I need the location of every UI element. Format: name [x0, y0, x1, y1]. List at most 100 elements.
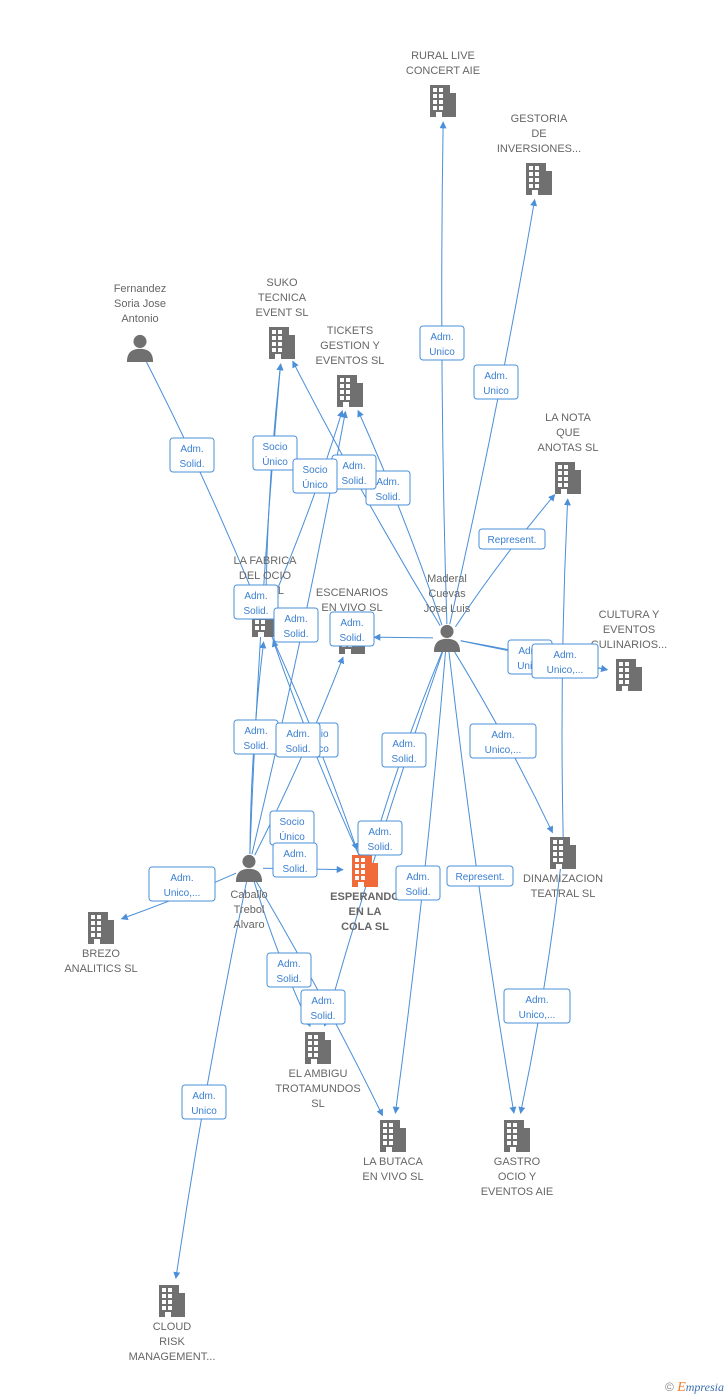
- edge-label-text: Adm.: [553, 650, 576, 661]
- edge-label-text: Único: [302, 478, 328, 491]
- node-label-line: Soria Jose: [114, 298, 166, 310]
- edge-label-text: Unico: [483, 386, 509, 397]
- edge-label-text: Adm.: [484, 371, 507, 382]
- person-icon: [126, 334, 154, 362]
- edge-label-text: Adm.: [342, 461, 365, 472]
- edge-label-box[interactable]: Adm.Solid.: [266, 952, 312, 988]
- edge-label-frame: [266, 952, 312, 988]
- edge-label-box[interactable]: Represent.: [478, 528, 546, 550]
- edge-label-text: Adm.: [525, 995, 548, 1006]
- node-label-line: SL: [311, 1098, 324, 1110]
- edge-label-frame: [446, 865, 514, 887]
- node-label-line: Maderal: [427, 573, 467, 585]
- edge-label-box[interactable]: Adm.Solid.: [357, 820, 403, 856]
- edge-label-box[interactable]: Adm. Unico: [473, 364, 519, 400]
- edge-label-box[interactable]: Adm.Unico,...: [503, 988, 571, 1024]
- edge-label-box[interactable]: Adm.Solid.: [233, 719, 279, 755]
- building-icon: [504, 1120, 530, 1152]
- edge-label-box[interactable]: Adm.Unico,...: [531, 643, 599, 679]
- node-label-line: DE: [531, 128, 546, 140]
- building-icon: [380, 1120, 406, 1152]
- building-icon: [430, 85, 456, 117]
- node-label-line: GASTRO: [494, 1156, 541, 1168]
- node-label-line: CULINARIOS...: [591, 639, 667, 651]
- edge-label-box[interactable]: Adm.Solid.: [275, 722, 321, 758]
- edge-label-text: Unico,...: [164, 888, 201, 899]
- edge-label-box[interactable]: Adm.Unico,...: [469, 723, 537, 759]
- edge-label-text: Unico: [191, 1106, 217, 1117]
- edge-label-frame: [233, 584, 279, 620]
- edge-label-box[interactable]: Adm.Solid.: [169, 437, 215, 473]
- edge-label-text: Socio: [302, 465, 327, 476]
- node-label-line: GESTION Y: [320, 340, 380, 352]
- edge-label-text: Unico: [517, 661, 543, 672]
- edge-label-text: Solid.: [367, 842, 392, 853]
- edge-label-frame: [275, 722, 321, 758]
- edge-label-text: Adm.: [192, 1091, 215, 1102]
- node-cultura[interactable]: CULTURA YEVENTOSCULINARIOS...: [591, 609, 667, 691]
- node-label-line: LA FABRICA: [234, 555, 298, 567]
- node-label-line: EN VIVO SL: [362, 1171, 423, 1183]
- node-label-line: EVENTOS: [603, 624, 655, 636]
- edge-label-box[interactable]: Represent.: [446, 865, 514, 887]
- edge-maderal-to-gestoria: [449, 198, 538, 625]
- edge-label-text: Solid.: [339, 633, 364, 644]
- edge-label-text: Adm.: [244, 591, 267, 602]
- edge-label-box[interactable]: Adm. Unico: [181, 1084, 227, 1120]
- edge-label-frame: [419, 325, 465, 361]
- edge-label-box[interactable]: Adm.Solid.: [329, 611, 375, 647]
- edge-label-box[interactable]: Adm.Solid.: [381, 732, 427, 768]
- edge-label-text: Adm.: [376, 477, 399, 488]
- edge-label-text: Socio: [279, 817, 304, 828]
- edge-label-box[interactable]: Adm.Solid.: [273, 607, 319, 643]
- edge-label-box[interactable]: Adm.Solid.: [365, 470, 411, 506]
- edge-label-box[interactable]: Adm.Solid.: [331, 454, 377, 490]
- copyright-symbol: ©: [665, 1380, 674, 1394]
- node-cloud[interactable]: CLOUDRISKMANAGEMENT...: [129, 1285, 216, 1363]
- node-label-line: COLA SL: [341, 921, 389, 933]
- edge-label-box[interactable]: Adm.Unico,...: [148, 866, 216, 902]
- node-label-line: ESPERANDO: [330, 891, 400, 903]
- brand-logo-text: mpresia: [685, 1380, 724, 1394]
- edge-label-box[interactable]: Adm.Unico: [419, 325, 465, 361]
- edge-label-text: Solid.: [282, 864, 307, 875]
- edge-label-text: Represent.: [456, 872, 505, 883]
- node-label-line: ANALITICS SL: [64, 963, 137, 975]
- building-icon: [555, 462, 581, 494]
- node-label-line: Antonio: [121, 313, 158, 325]
- edge-label-box[interactable]: Adm.Solid.: [233, 584, 279, 620]
- edge-label-text: Adm.: [491, 730, 514, 741]
- node-label-line: EN VIVO SL: [321, 602, 382, 614]
- edge-label-text: Adm.: [430, 332, 453, 343]
- building-icon: [159, 1285, 185, 1317]
- edge-label-box[interactable]: Adm.Solid.: [300, 989, 346, 1025]
- node-gestoria[interactable]: GESTORIADEINVERSIONES...: [497, 113, 581, 195]
- edge-label-text: Adm.: [244, 726, 267, 737]
- edge-label-text: Socio: [262, 442, 287, 453]
- person-icon: [235, 854, 263, 882]
- edge-label-frame: [292, 458, 338, 494]
- edge-label-box[interactable]: Adm.Solid.: [395, 865, 441, 901]
- edge-label-box[interactable]: Adm.Solid.: [272, 842, 318, 878]
- node-label-line: EVENTOS AIE: [481, 1186, 554, 1198]
- edge-label-frame: [181, 1084, 227, 1120]
